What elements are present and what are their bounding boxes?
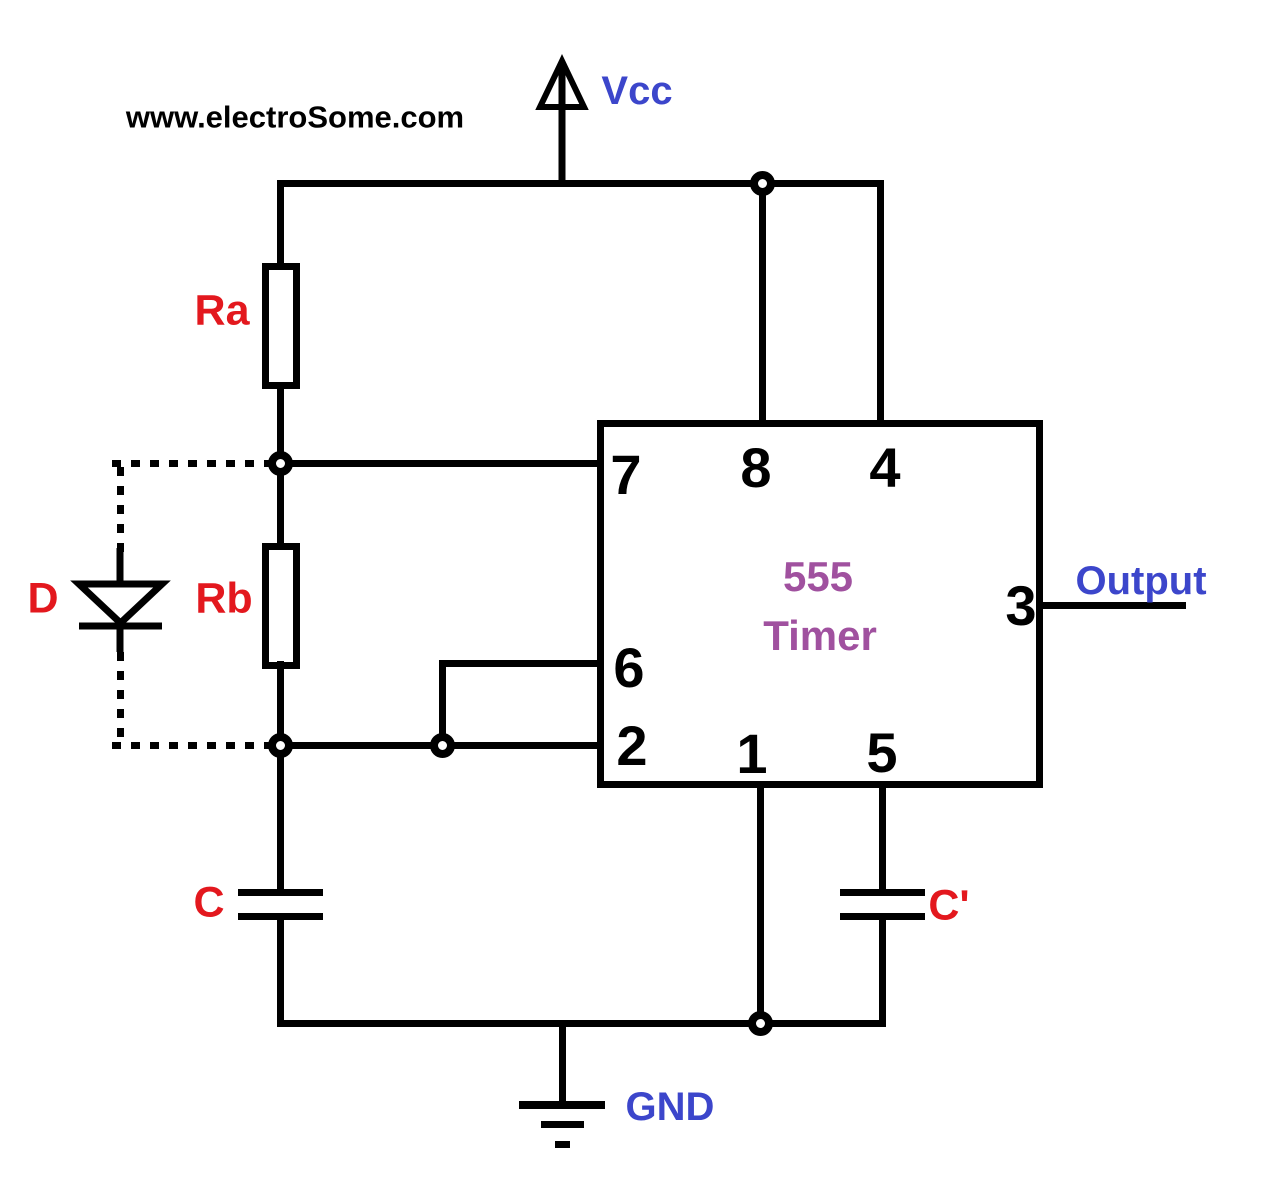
resistor-rb: [262, 543, 300, 669]
capacitor-cprime-plate-bottom: [840, 913, 925, 920]
ic-pin-6: 6: [613, 636, 645, 699]
diode-label: D: [27, 574, 59, 623]
wire-pin1: [757, 784, 764, 1027]
vcc-label: Vcc: [601, 69, 673, 113]
ic-555-box: [597, 420, 1043, 788]
wire-left-rail-d: [277, 918, 284, 1026]
wire-output: [1040, 602, 1186, 609]
resistor-ra: [262, 263, 300, 389]
capacitor-cprime-label: C': [928, 881, 970, 930]
wire-bottom-rail: [277, 1020, 886, 1027]
wire-cprime-down: [879, 918, 886, 1026]
capacitor-c-plate-top: [238, 889, 323, 896]
gnd-bar-1: [519, 1101, 605, 1109]
vcc-arrow-icon: [535, 54, 589, 187]
junction-dot-gnd: [748, 1011, 773, 1036]
ic-pin-7: 7: [610, 443, 642, 506]
wire-pin6-v: [439, 660, 446, 749]
ic-name-line1: 555: [782, 553, 854, 600]
ic-pin-5: 5: [866, 721, 898, 784]
ic-name-line2: Timer: [763, 612, 877, 659]
wire-left-rail-c: [277, 661, 284, 894]
junction-dot-pin2-left: [268, 733, 293, 758]
diode-icon: [70, 548, 171, 652]
wire-pin7: [277, 460, 602, 467]
wire-pin5: [879, 784, 886, 896]
wire-left-rail-a: [277, 180, 284, 270]
resistor-rb-label: Rb: [195, 574, 253, 623]
junction-dot-vcc: [750, 171, 775, 196]
ic-pin-1: 1: [736, 722, 768, 785]
ic-pin-4: 4: [869, 436, 901, 499]
wire-dotted-top: [112, 460, 284, 467]
junction-dot-pin6: [430, 733, 455, 758]
wire-dotted-bottom: [112, 742, 278, 749]
wire-pin8: [759, 180, 766, 427]
resistor-ra-label: Ra: [194, 286, 250, 335]
capacitor-c-plate-bottom: [238, 913, 323, 920]
ic-pin-2: 2: [616, 714, 648, 777]
wire-pin6-h: [439, 660, 604, 667]
wire-dotted-left-upper: [117, 467, 124, 555]
gnd-label: GND: [625, 1085, 715, 1129]
output-label: Output: [1075, 559, 1207, 603]
wire-pin4: [877, 180, 884, 427]
gnd-stem: [559, 1020, 566, 1107]
capacitor-c-label: C: [193, 878, 225, 927]
wire-top-rail: [277, 180, 884, 187]
ic-pin-3: 3: [1005, 574, 1037, 637]
ic-pin-8: 8: [740, 436, 772, 499]
watermark-text: www.electroSome.com: [125, 99, 465, 135]
gnd-bar-3: [555, 1141, 570, 1148]
capacitor-cprime-plate-top: [840, 889, 925, 896]
gnd-bar-2: [541, 1121, 584, 1128]
junction-dot-pin7: [268, 451, 293, 476]
wire-dotted-left-lower: [117, 652, 124, 746]
